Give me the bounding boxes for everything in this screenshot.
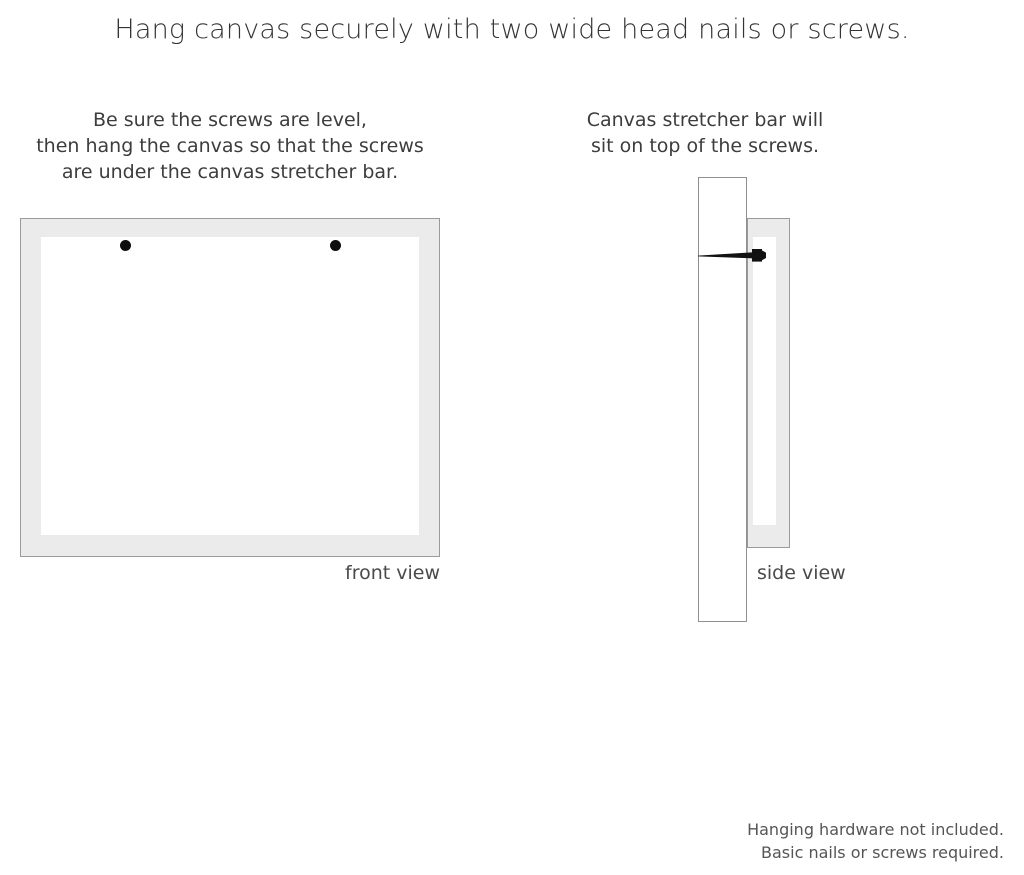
caption-line: Be sure the screws are level, [93,109,367,131]
footer-note: Hanging hardware not included. Basic nai… [604,818,1004,864]
footer-line: Hanging hardware not included. [747,820,1004,839]
caption-line: are under the canvas stretcher bar. [61,161,399,183]
canvas-panel-front [41,237,419,535]
front-view-caption: Be sure the screws are level, then hang … [10,107,450,185]
screw-head-right-icon [330,240,341,251]
side-view-label: side view [757,562,846,584]
caption-line: Canvas stretcher bar will [586,109,824,131]
front-view-illustration [20,218,440,557]
screw-head-left-icon [120,240,131,251]
canvas-stretcher-bar-side [747,218,790,548]
footer-line: Basic nails or screws required. [761,843,1004,862]
wall-cross-section [698,177,747,622]
front-view-label: front view [345,562,440,584]
caption-line: then hang the canvas so that the screws [36,135,424,157]
page-title: Hang canvas securely with two wide head … [114,14,910,45]
side-view-caption: Canvas stretcher bar will sit on top of … [565,107,845,159]
side-view-illustration [690,170,830,640]
screw-side-icon [698,249,766,262]
caption-line: sit on top of the screws. [590,135,820,157]
canvas-panel-side [753,237,776,525]
